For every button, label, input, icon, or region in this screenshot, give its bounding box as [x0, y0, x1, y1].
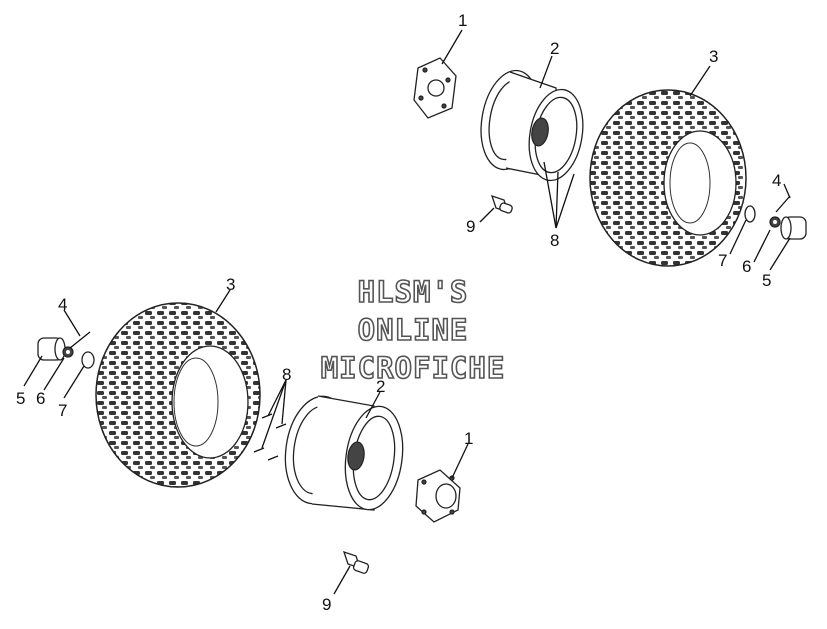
lower-label-rim: 2: [376, 377, 385, 396]
upper-label-valve: 4: [772, 171, 781, 190]
upper-hub-part: [413, 57, 457, 119]
upper-wheel-assembly: 1 2 3 4 5 6 7 8 9: [413, 11, 807, 290]
lower-bolts-part: [253, 413, 287, 461]
upper-nut-part: [769, 216, 781, 228]
upper-valve-part: [775, 195, 791, 213]
lower-hub-part: [415, 469, 461, 523]
upper-label-washer: 7: [718, 251, 727, 270]
lower-label-washer: 7: [58, 401, 67, 420]
watermark-line-1: HLSM'S: [358, 275, 469, 309]
watermark-line-2: ONLINE: [358, 313, 469, 347]
lower-nut-part: [62, 346, 74, 358]
watermark-line-3: MICROFICHE: [321, 351, 506, 385]
lower-rim-part: [284, 395, 404, 511]
upper-label-tire: 3: [709, 47, 718, 66]
lower-valve-part: [69, 331, 91, 349]
lower-washer-part: [81, 351, 95, 369]
lower-label-cap: 5: [16, 389, 25, 408]
upper-label-stud: 9: [466, 217, 475, 236]
lower-label-stud: 9: [322, 595, 331, 614]
lower-label-tire: 3: [226, 275, 235, 294]
upper-stud-part: [490, 194, 513, 214]
upper-label-hub: 1: [458, 11, 467, 30]
upper-label-rim: 2: [550, 39, 559, 58]
lower-wheel-assembly: 3 4 5 6 7 8 2 1 9: [16, 275, 473, 614]
upper-tire-part: [589, 89, 747, 267]
upper-label-cap: 5: [762, 271, 771, 290]
lower-label-nut: 6: [36, 389, 45, 408]
upper-label-nut: 6: [742, 257, 751, 276]
lower-tire-part: [95, 302, 261, 488]
upper-cap-part: [780, 216, 807, 240]
lower-stud-part: [342, 550, 370, 574]
watermark: HLSM'S ONLINE MICROFICHE: [320, 274, 506, 386]
upper-rim-part: [480, 69, 584, 182]
upper-washer-part: [744, 205, 756, 223]
lower-label-hub: 1: [464, 429, 473, 448]
upper-label-bolts: 8: [550, 231, 559, 250]
lower-label-valve: 4: [58, 295, 67, 314]
lower-label-bolts: 8: [282, 365, 291, 384]
lower-cap-part: [37, 337, 66, 361]
